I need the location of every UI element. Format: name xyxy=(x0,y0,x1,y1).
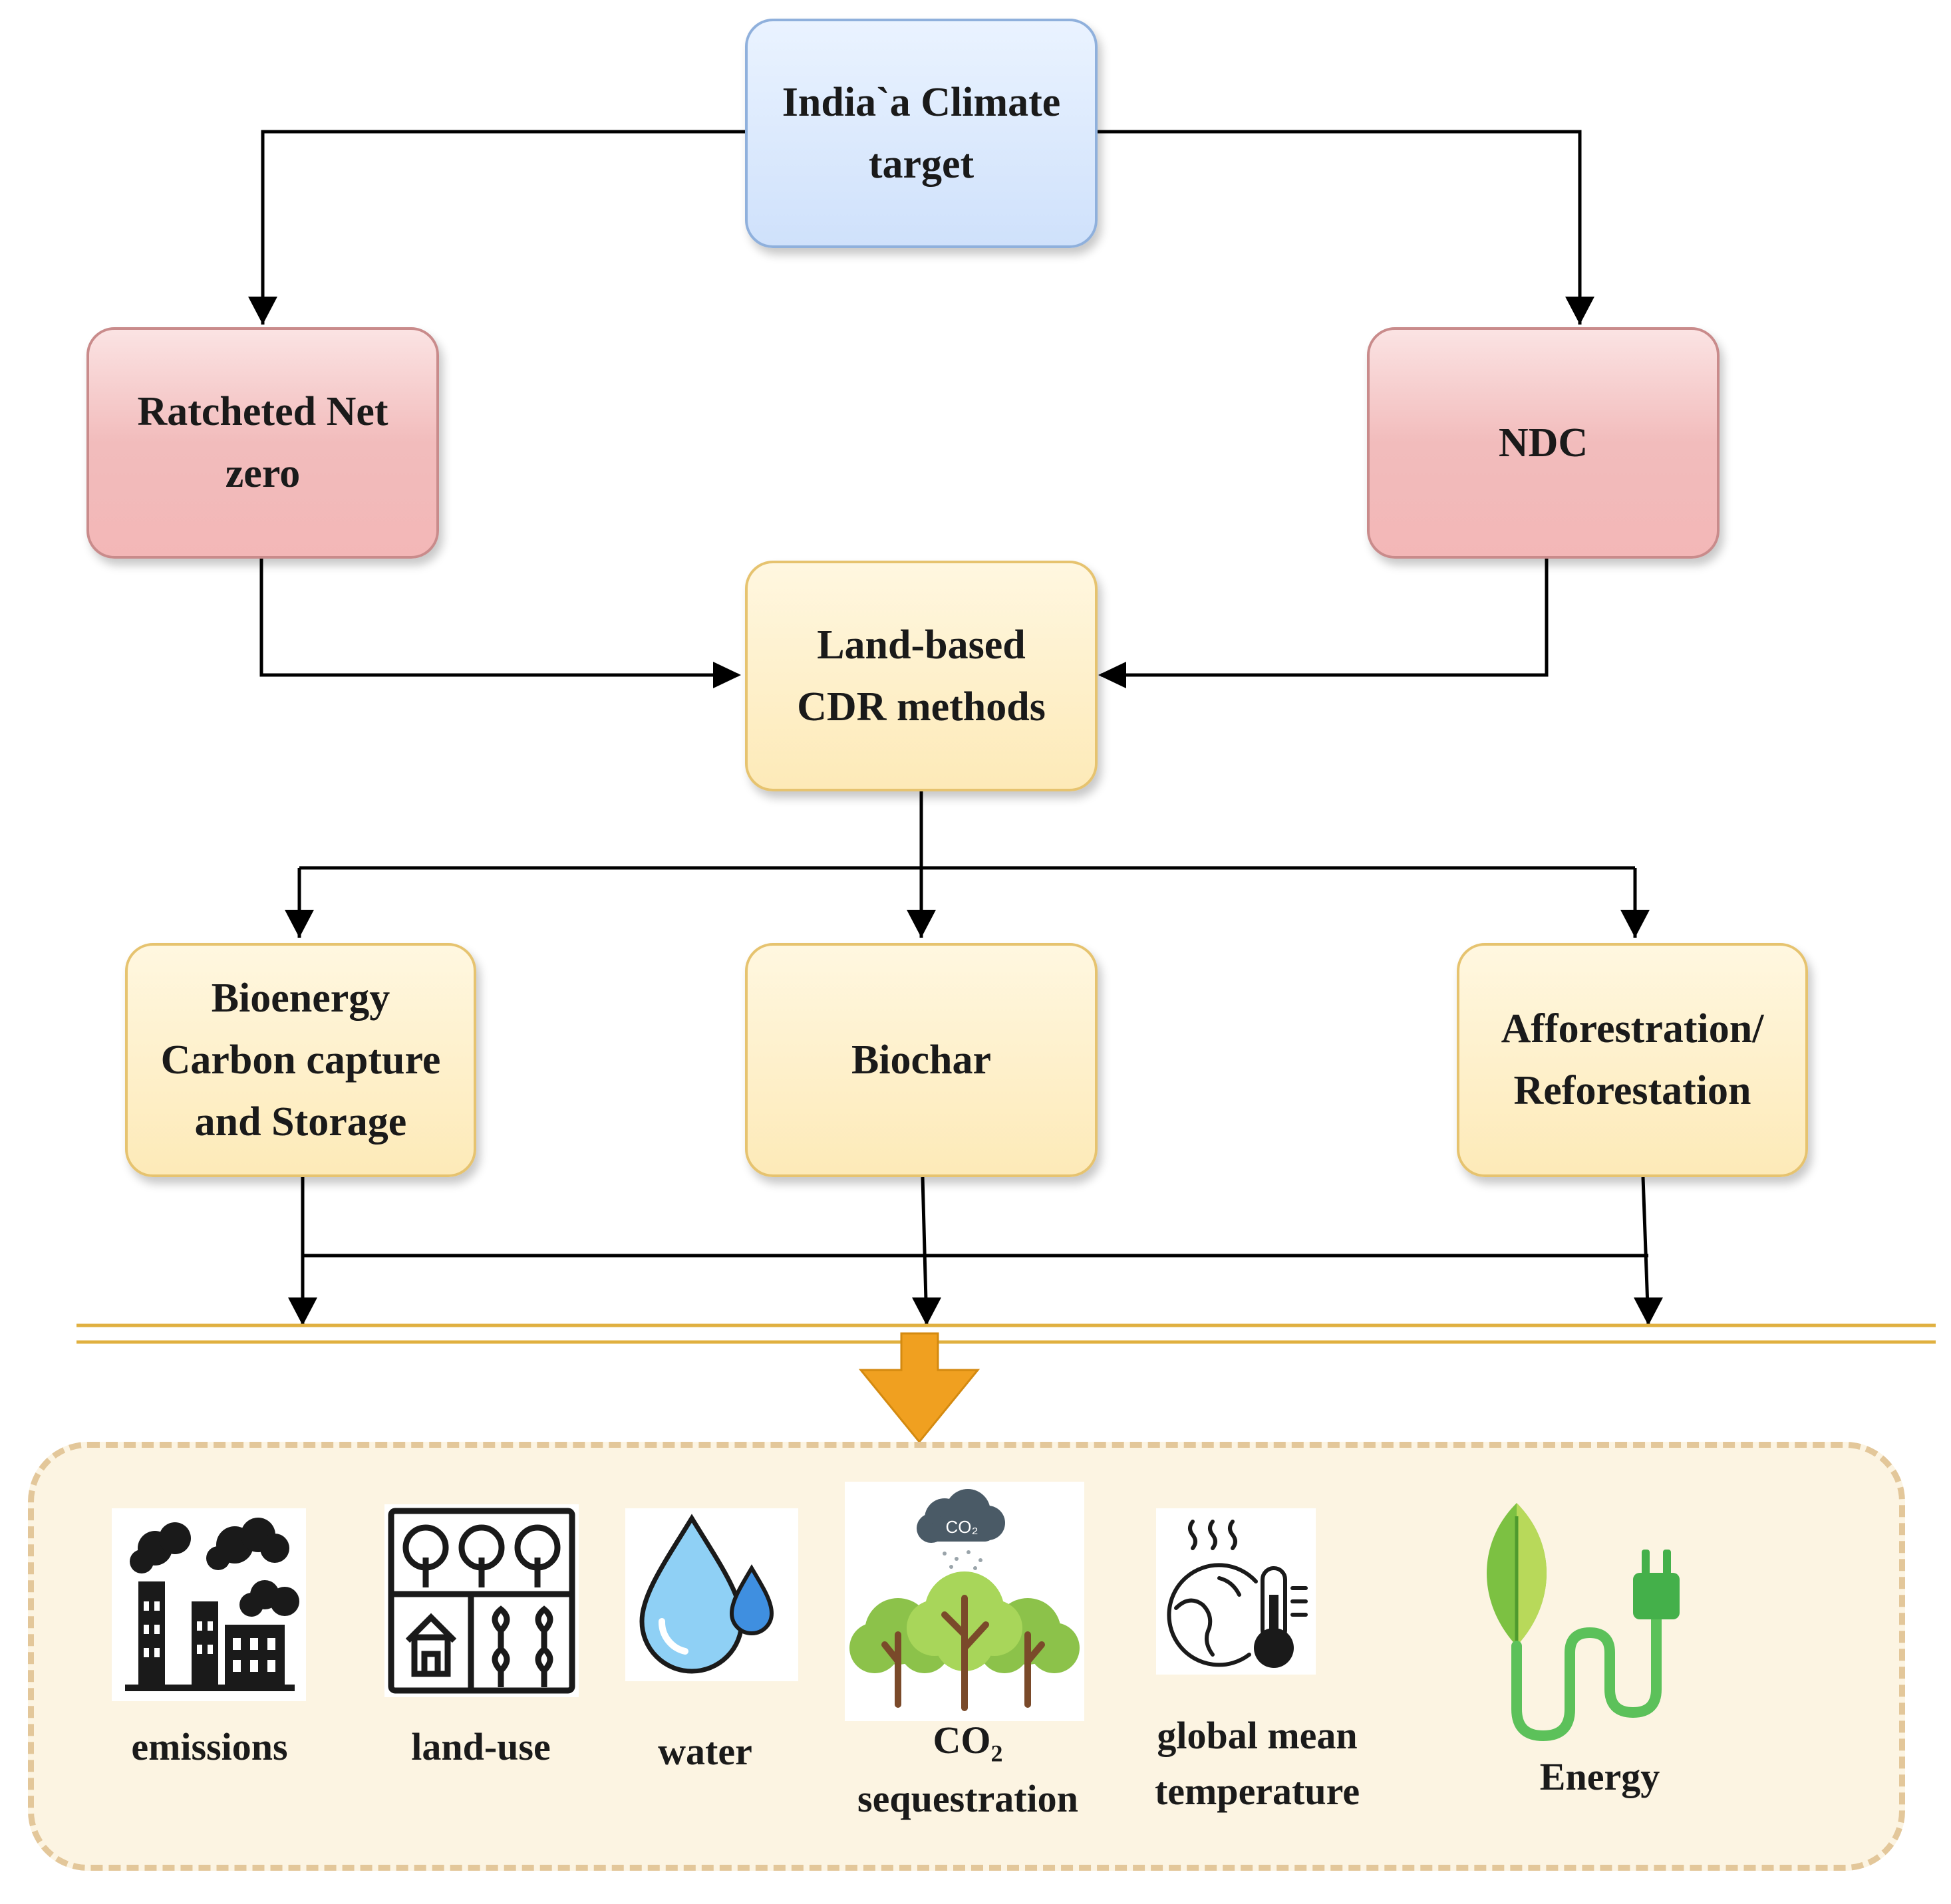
impact-text: Energy xyxy=(1539,1755,1660,1798)
arrowhead xyxy=(713,662,741,688)
node-label: and Storage xyxy=(194,1099,407,1145)
node-label: NDC xyxy=(1498,420,1588,466)
impact-text: sequestration xyxy=(857,1776,1078,1820)
node-label: target xyxy=(868,141,975,187)
node-ratcheted-net-zero: Ratcheted Net zero xyxy=(86,327,439,559)
node-label: Ratcheted Net xyxy=(137,389,388,434)
node-label: CDR methods xyxy=(797,684,1046,730)
node-label: Reforestation xyxy=(1513,1068,1751,1113)
big-down-arrow xyxy=(858,1332,980,1444)
leaf-plug-icon xyxy=(1463,1490,1716,1756)
co2-trees-icon: CO₂ xyxy=(845,1482,1084,1721)
node-label: India`a Climate xyxy=(782,79,1061,125)
water-drops-icon xyxy=(625,1508,798,1681)
node-ndc: NDC xyxy=(1367,327,1720,559)
land-use-grid-icon xyxy=(384,1504,579,1697)
globe-thermometer-icon xyxy=(1156,1508,1316,1675)
node-label: Land-based xyxy=(817,622,1026,668)
cloud-co2-text: CO₂ xyxy=(945,1517,978,1537)
co2-main: CO xyxy=(933,1718,991,1762)
node-label: Afforestration/ xyxy=(1501,1006,1764,1051)
node-label: Bioenergy xyxy=(211,975,390,1021)
impact-text: emissions xyxy=(131,1725,288,1768)
arrow-top-to-ndc xyxy=(1098,130,1582,325)
node-afforestation: Afforestration/ Reforestation xyxy=(1457,943,1808,1177)
arrowhead xyxy=(907,910,936,938)
arrowhead xyxy=(912,1297,941,1325)
impact-text: temperature xyxy=(1154,1770,1360,1814)
impact-text: land-use xyxy=(411,1725,551,1768)
label-global-mean-temperature: global mean temperature xyxy=(1118,1708,1397,1820)
node-label: Biochar xyxy=(851,1037,992,1083)
label-land-use: land-use xyxy=(365,1719,597,1775)
arrowhead xyxy=(1620,910,1650,938)
arrow-ndc-to-landbased xyxy=(1101,559,1549,677)
node-label: zero xyxy=(225,451,301,496)
node-land-based-cdr: Land-based CDR methods xyxy=(745,561,1098,791)
label-co2-sequestration: CO2 sequestration xyxy=(812,1712,1124,1827)
co2-sub: 2 xyxy=(990,1740,1003,1767)
node-label: Carbon capture xyxy=(160,1037,441,1083)
arrow-top-to-ratcheted xyxy=(261,130,748,325)
arrowhead xyxy=(248,297,277,325)
arrowhead xyxy=(285,910,314,938)
label-emissions: emissions xyxy=(93,1719,326,1775)
node-beccs: Bioenergy Carbon capture and Storage xyxy=(125,943,476,1177)
impact-text: water xyxy=(658,1730,752,1773)
node-biochar: Biochar xyxy=(745,943,1098,1177)
arrowhead xyxy=(288,1297,317,1325)
arrowhead xyxy=(1098,662,1126,688)
impact-text: global mean xyxy=(1157,1714,1358,1757)
arrowhead xyxy=(1565,297,1594,325)
label-water: water xyxy=(599,1724,812,1780)
arrowhead xyxy=(1634,1297,1663,1325)
arrow-ratcheted-to-landbased xyxy=(259,559,738,677)
label-energy: Energy xyxy=(1490,1749,1710,1805)
factory-icon xyxy=(112,1508,306,1701)
co2-line: CO2 xyxy=(812,1712,1124,1771)
node-india-climate-target: India`a Climate target xyxy=(745,19,1098,248)
